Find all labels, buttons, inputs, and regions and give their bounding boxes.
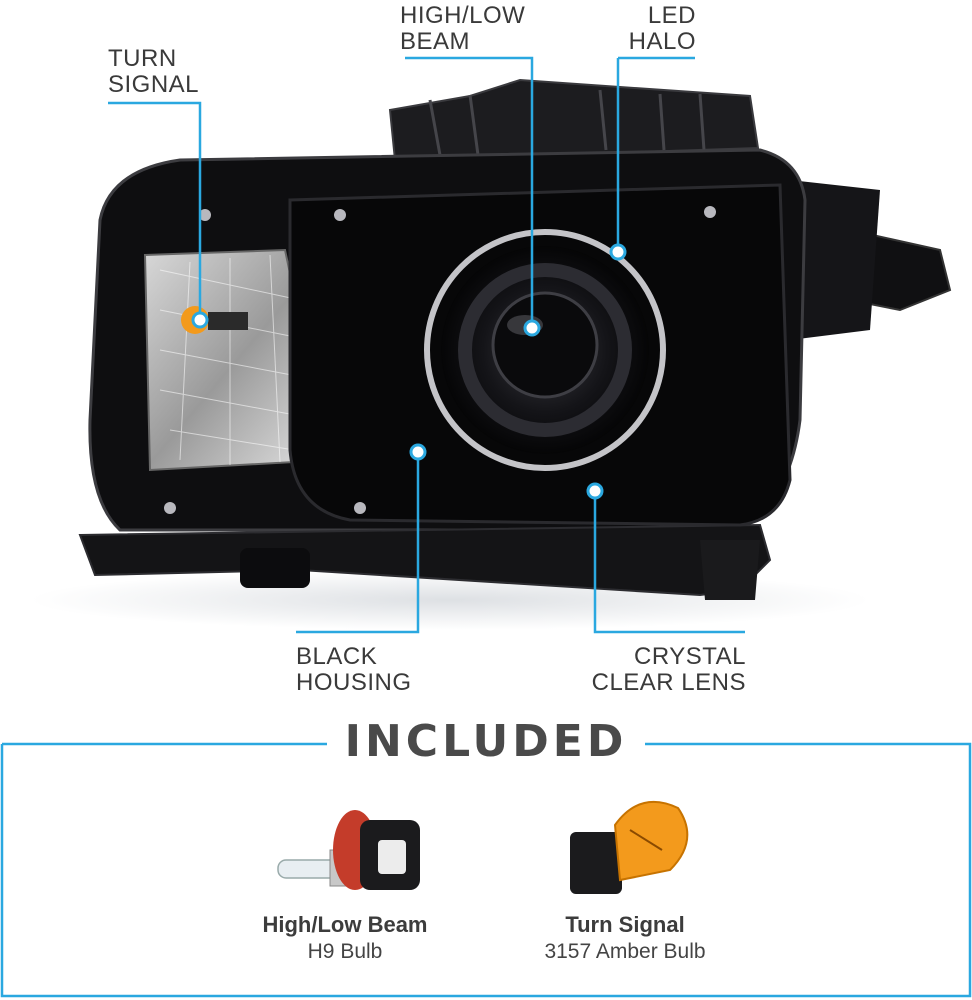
amber-bulb-image [570, 800, 689, 894]
turn-signal-callout: TURN SIGNAL [108, 45, 200, 98]
high-low-beam-callout: HIGH/LOW BEAM [400, 2, 526, 55]
item-subtitle-h9: H9 Bulb [307, 940, 383, 963]
included-heading: INCLUDED [0, 712, 972, 772]
item-subtitle-3157: 3157 Amber Bulb [544, 940, 706, 963]
h9-bulb-image [277, 810, 420, 890]
crystal-clear-lens-callout: CRYSTAL CLEAR LENS [591, 643, 746, 696]
item-title-turn-signal: Turn Signal [565, 912, 685, 937]
item-title-high-low: High/Low Beam [262, 912, 428, 937]
led-halo-callout: LED HALO [628, 2, 696, 55]
black-housing-callout: BLACK HOUSING [296, 643, 412, 696]
